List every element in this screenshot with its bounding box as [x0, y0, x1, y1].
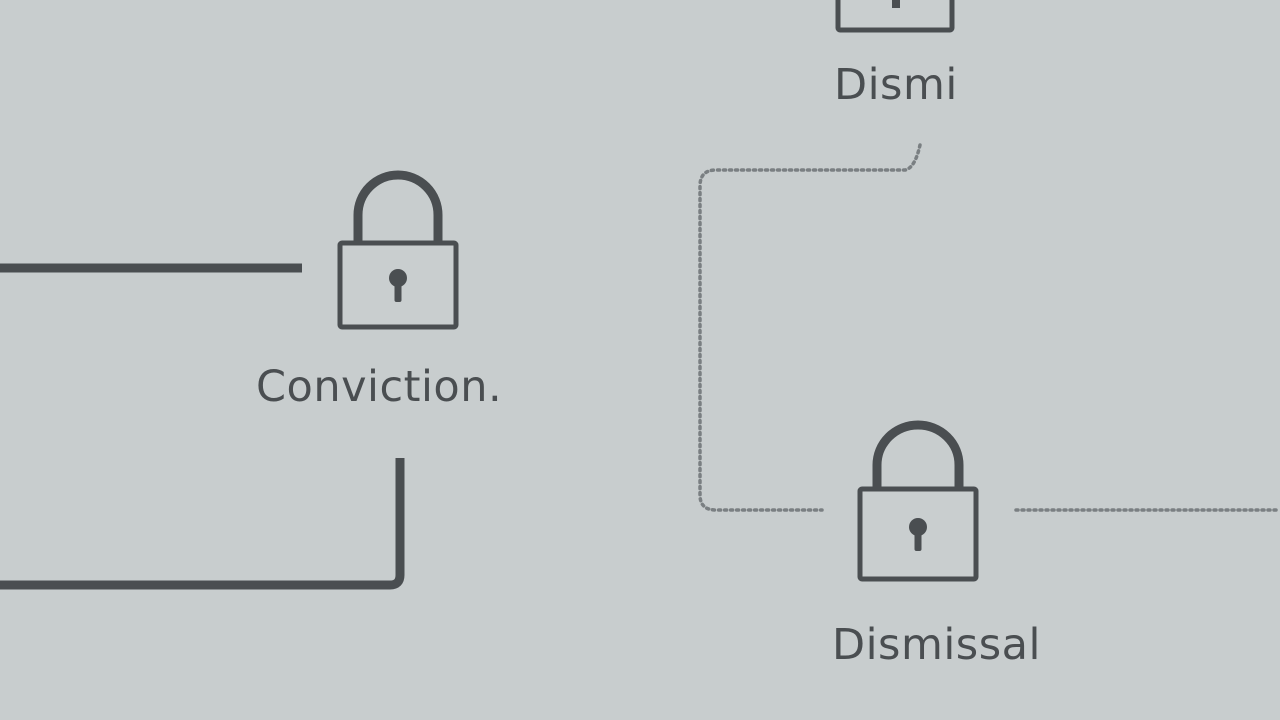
padlock-icon	[857, 420, 979, 582]
solid-connector-elbow	[0, 458, 405, 590]
dotted-connector-loop	[698, 143, 922, 512]
padlock-icon	[337, 170, 459, 330]
node-label-dismissal-partial: Dismi	[834, 64, 958, 110]
node-label-clip: Dismi	[834, 64, 968, 114]
padlock-icon	[835, 0, 955, 33]
node-label-conviction: Conviction.	[256, 362, 503, 412]
node-label-dismissal: Dismissal	[832, 620, 1041, 670]
